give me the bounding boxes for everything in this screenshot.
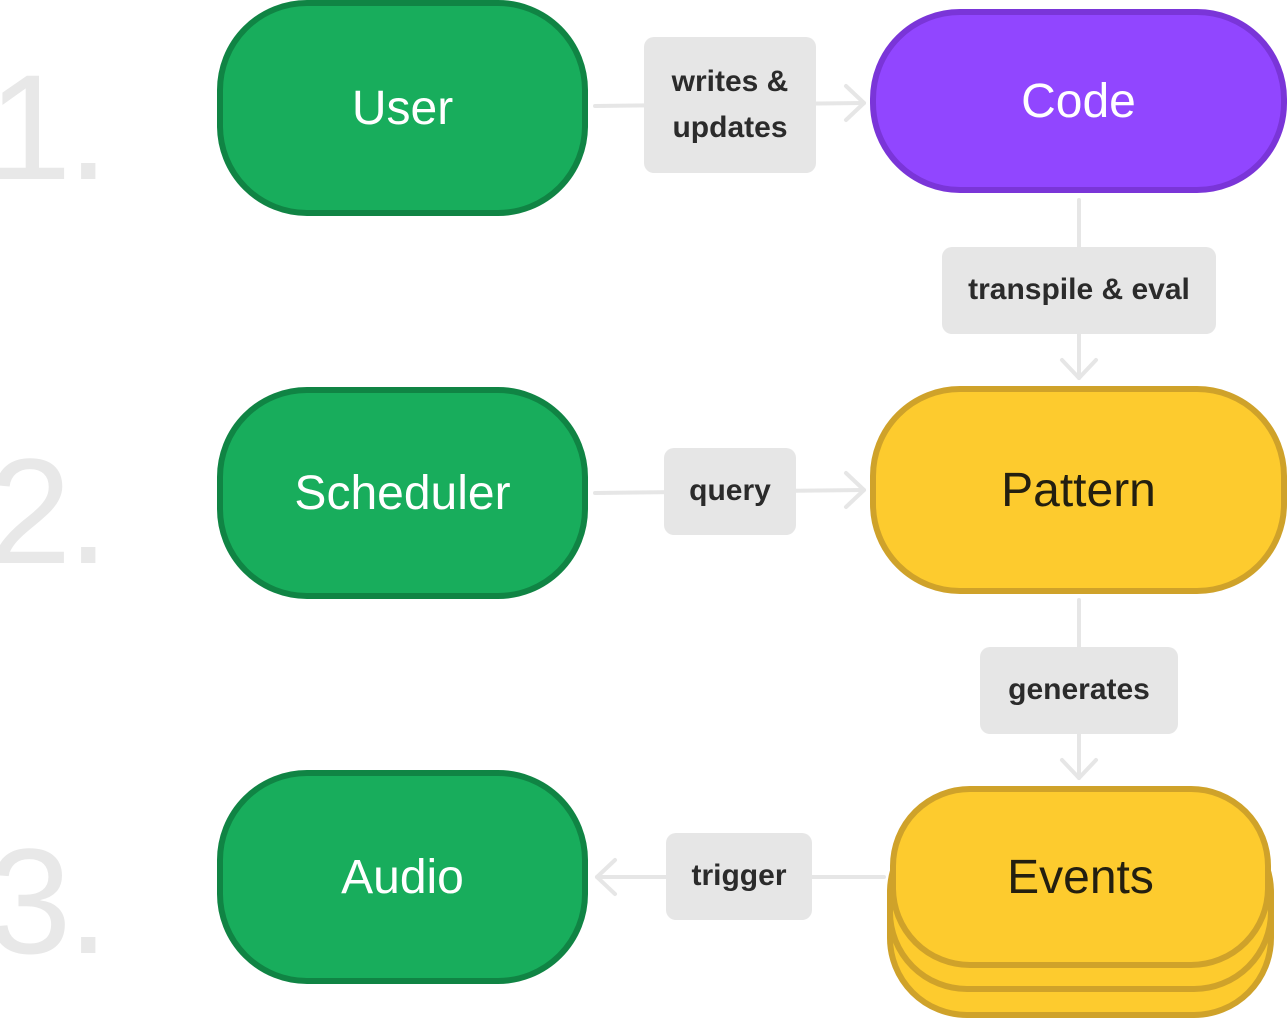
arrowhead-pattern-left xyxy=(844,471,866,509)
step-number-2: 2. xyxy=(0,427,109,595)
arrowhead-pattern-top xyxy=(1060,358,1098,380)
step-number-3: 3. xyxy=(0,817,109,985)
node-user: User xyxy=(217,0,588,216)
arrowhead-audio xyxy=(595,858,617,896)
arrowhead-events xyxy=(1060,758,1098,780)
step-number-1: 1. xyxy=(0,43,109,211)
arrowhead-code xyxy=(844,84,866,122)
edge-label-trigger: trigger xyxy=(666,833,812,920)
node-audio: Audio xyxy=(217,770,588,984)
node-code: Code xyxy=(870,9,1287,193)
node-scheduler: Scheduler xyxy=(217,387,588,599)
edge-label-generates: generates xyxy=(980,647,1178,734)
edge-label-writes-updates: writes & updates xyxy=(644,37,816,173)
edge-label-query: query xyxy=(664,448,796,535)
node-pattern: Pattern xyxy=(870,386,1287,594)
node-events: Events xyxy=(890,786,1271,968)
edge-label-transpile-eval: transpile & eval xyxy=(942,247,1216,334)
